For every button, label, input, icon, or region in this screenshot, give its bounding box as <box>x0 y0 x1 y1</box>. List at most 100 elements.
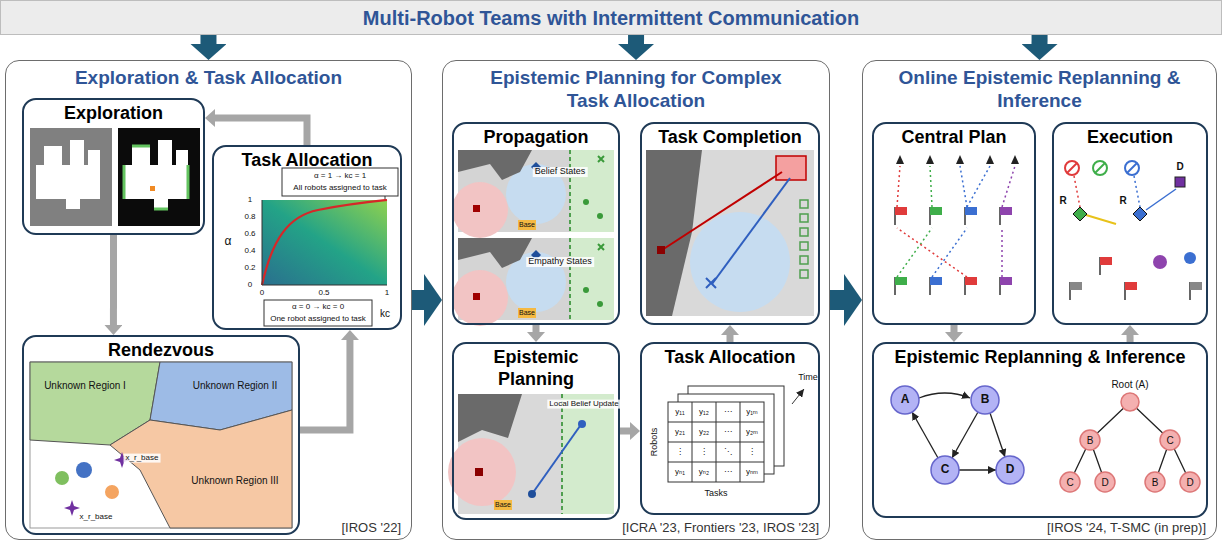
execution-scene <box>1153 255 1167 269</box>
task-completion-map <box>800 228 808 236</box>
flow-arrow <box>1127 335 1134 342</box>
inference-graph <box>931 456 959 484</box>
image-label: 1 <box>248 196 252 205</box>
image-label: 0.6 <box>244 230 255 239</box>
execution-scene <box>1133 207 1147 221</box>
image-label: C <box>941 463 950 476</box>
stage-box: Rendezvous <box>22 335 300 535</box>
stage-box: Execution <box>1052 122 1208 325</box>
flow-arrow <box>300 340 350 430</box>
citation: [ICRA '23, Frontiers '23, IROS '23] <box>622 520 819 535</box>
exploration-maps <box>150 186 155 191</box>
image-label: Empathy States <box>526 257 594 267</box>
epistemic-map <box>475 468 483 476</box>
image-label: y₂₂ <box>699 428 709 437</box>
inference-graph <box>1145 472 1165 492</box>
box-title: Online Epistemic Replanning & Inference <box>880 61 1200 113</box>
central-plan-graph <box>930 277 942 295</box>
image-label: R <box>1059 195 1066 206</box>
flow-arrow <box>200 35 216 44</box>
central-plan-graph <box>1011 155 1019 164</box>
image-label: yₙₘ <box>746 468 758 477</box>
image-label: 0 <box>248 281 252 290</box>
image-label: yₙ₁ <box>675 468 685 477</box>
central-plan-graph <box>926 155 934 164</box>
stage-box: Task Completion <box>640 122 820 325</box>
image-label: Tasks <box>704 489 727 499</box>
task-completion-map <box>646 150 702 316</box>
box-title: Epistemic Planning for Complex Task Allo… <box>471 61 801 113</box>
image-label: Robots <box>650 428 660 457</box>
image-label: 0.2 <box>244 264 255 273</box>
allocation-chart <box>282 168 398 196</box>
allocation-matrix <box>668 402 764 482</box>
execution-scene <box>1070 282 1082 300</box>
central-plan-graph <box>897 228 967 277</box>
inference-graph <box>912 412 938 458</box>
task-completion-map <box>800 200 808 278</box>
task-completion-map <box>776 156 806 180</box>
flow-arrow <box>628 35 644 44</box>
central-plan-graph <box>930 207 942 225</box>
inference-graph <box>891 386 919 414</box>
image-label: Unknown Region II <box>193 380 278 391</box>
stage-box: Epistemic Planning <box>452 342 620 520</box>
allocation-matrix <box>668 402 764 482</box>
box-title: Exploration <box>24 100 203 125</box>
execution-scene <box>1093 161 1107 175</box>
image-label: 0.8 <box>244 213 255 222</box>
inference-graph <box>952 412 978 458</box>
inference-graph <box>1060 393 1200 492</box>
central-plan-graph <box>896 155 904 164</box>
image-label: Base <box>519 221 535 229</box>
execution-scene <box>1125 161 1139 175</box>
image-label: ⋯ <box>724 428 732 437</box>
task-completion-map <box>800 214 808 222</box>
inference-graph <box>1160 430 1180 450</box>
rendezvous-map <box>30 362 292 528</box>
inference-graph <box>1180 472 1200 492</box>
image-label: B <box>1152 477 1159 488</box>
image-label: D <box>1101 477 1108 488</box>
flow-arrow <box>533 325 540 332</box>
image-label: ⋯ <box>724 468 732 477</box>
central-plan-graph <box>895 207 907 225</box>
execution-scene <box>1065 161 1079 175</box>
citation: [IROS '22] <box>341 520 401 535</box>
image-label: Unknown Region III <box>191 475 278 486</box>
image-label: y₂ₘ <box>746 428 758 437</box>
image-label: B <box>981 393 990 406</box>
epistemic-map <box>562 394 614 514</box>
image-label: D <box>1186 477 1193 488</box>
box-title: Task Allocation <box>642 344 818 369</box>
task-completion-map <box>646 150 814 316</box>
flow-arrow <box>950 325 957 332</box>
central-plan-graph <box>930 166 932 207</box>
central-plan-graph <box>895 277 907 295</box>
image-label: Time <box>798 373 818 383</box>
execution-scene <box>1125 282 1137 300</box>
exploration-maps <box>124 140 188 209</box>
inference-graph <box>971 386 999 414</box>
box-title: Execution <box>1054 124 1206 149</box>
flow-arrow <box>110 235 117 325</box>
exploration-maps <box>36 140 100 209</box>
execution-scene <box>1190 282 1202 300</box>
image-label: y₁₂ <box>699 408 709 417</box>
inference-graph <box>1095 472 1115 492</box>
image-label: Unknown Region I <box>44 380 126 391</box>
image-label: y₂₁ <box>675 428 685 437</box>
stage-box: Exploration <box>22 98 205 235</box>
central-plan-graph <box>965 207 977 225</box>
inference-graph <box>891 386 1024 484</box>
image-label: All robots assigned to task <box>293 184 386 193</box>
inference-graph <box>1121 393 1139 411</box>
central-plan-graph <box>1001 228 1003 277</box>
image-label: Base <box>495 501 511 509</box>
image-label: 0.4 <box>244 247 255 256</box>
stage-box: Epistemic Replanning & Inference <box>872 342 1208 518</box>
flow-arrow <box>1032 35 1048 44</box>
rendezvous-map <box>30 362 292 528</box>
central-plan-graph <box>986 155 994 164</box>
inference-graph <box>891 386 1200 492</box>
